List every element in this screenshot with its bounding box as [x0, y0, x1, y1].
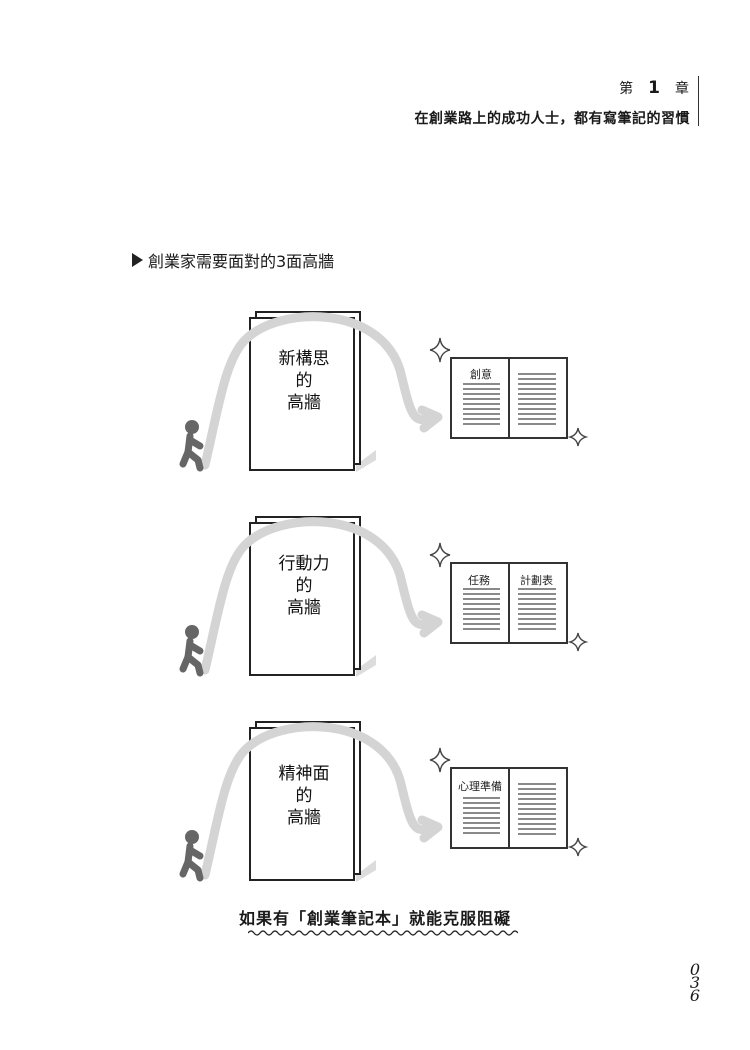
sparkle-icon	[429, 542, 451, 568]
wall-panel-2: 行動力 的 高牆 任務 計劃表	[0, 505, 750, 705]
chapter-number: 1	[648, 78, 661, 98]
notebook-left-label: 創意	[470, 368, 492, 381]
wall-label-3: 精神面 的 高牆	[253, 763, 355, 829]
wall-label-line: 新構思	[278, 349, 330, 369]
chapter-suffix: 章	[675, 81, 690, 97]
sparkle-icon	[429, 747, 451, 773]
notebook-1	[450, 357, 568, 439]
section-title-text: 創業家需要面對的3面高牆	[148, 252, 335, 271]
notebook-right-label: 計劃表	[520, 574, 553, 587]
notebook-left-label: 心理準備	[458, 780, 502, 793]
wall-label-line: 高牆	[287, 393, 321, 413]
wall-label-line: 高牆	[287, 598, 321, 618]
sparkle-icon	[567, 632, 589, 652]
runner-figure	[179, 420, 204, 472]
wall-label-line: 行動力	[278, 554, 330, 574]
wavy-underline	[248, 930, 518, 936]
notebook-3	[450, 767, 568, 849]
chapter-prefix: 第	[619, 81, 635, 97]
sparkle-icon	[567, 837, 589, 857]
wall-illustration-1	[179, 311, 589, 472]
wall-illustration-2	[179, 516, 589, 677]
wall-label-line: 的	[295, 576, 313, 596]
notebook-left-label: 任務	[468, 574, 490, 587]
wall-label-line: 高牆	[287, 808, 321, 828]
page-digit: 6	[689, 986, 701, 1005]
notebook-2	[450, 562, 568, 644]
page-digit: 3	[689, 973, 701, 992]
wall-label-line: 的	[295, 371, 313, 391]
wall-illustration-3	[179, 721, 589, 882]
caption-text: 如果有「創業筆記本」就能克服阻礙	[238, 909, 511, 928]
page-digit: 0	[689, 960, 701, 979]
header-rule	[698, 76, 699, 126]
sparkle-icon	[567, 427, 589, 447]
runner-figure	[179, 625, 204, 677]
sparkle-icon	[429, 337, 451, 363]
wall-label-1: 新構思 的 高牆	[253, 348, 355, 414]
wall-label-line: 精神面	[278, 764, 330, 784]
section-title: 創業家需要面對的3面高牆	[132, 248, 334, 272]
wall-label-2: 行動力 的 高牆	[253, 553, 355, 619]
wall-label-line: 的	[295, 786, 313, 806]
wall-panel-1: 新構思 的 高牆 創意	[0, 300, 750, 500]
caption: 如果有「創業筆記本」就能克服阻礙	[0, 905, 750, 936]
triangle-bullet-icon	[132, 253, 143, 267]
runner-figure	[179, 830, 204, 882]
chapter-title: 在創業路上的成功人士，都有寫筆記的習慣	[414, 111, 690, 127]
wall-panel-3: 精神面 的 高牆 心理準備	[0, 710, 750, 910]
page-number: 0 3 6	[688, 960, 702, 1005]
